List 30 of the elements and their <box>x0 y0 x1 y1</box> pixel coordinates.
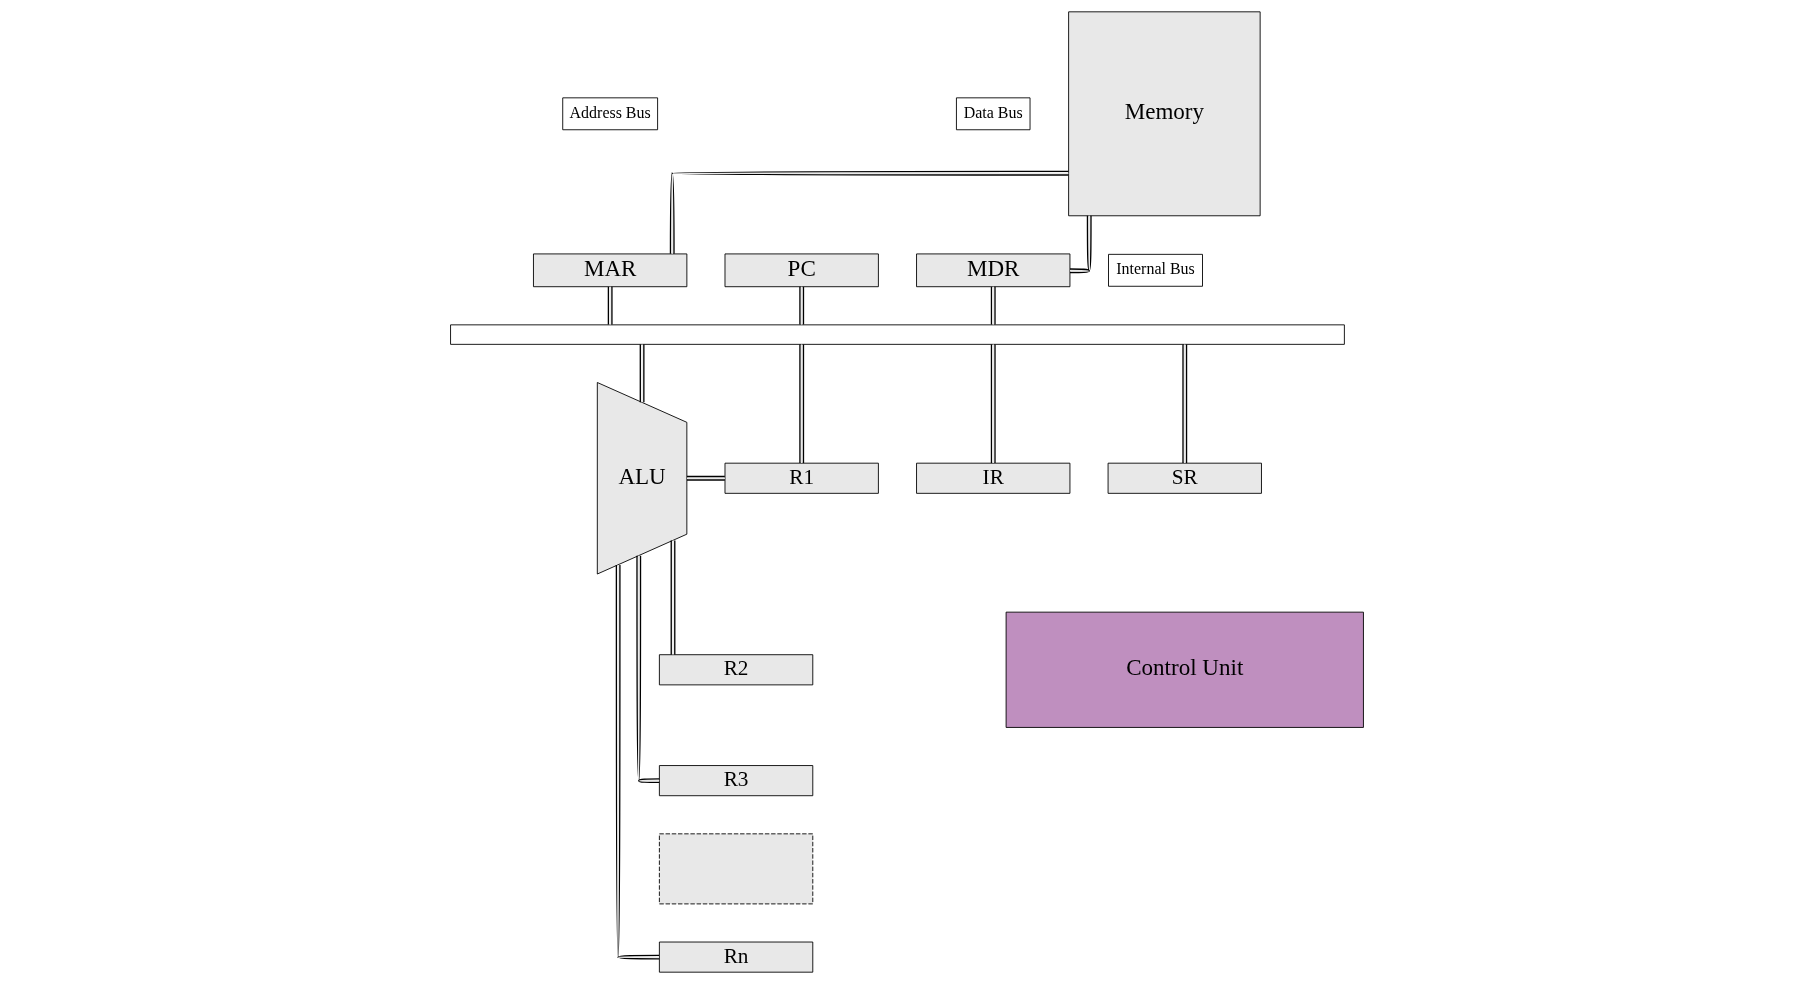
connector <box>990 343 996 464</box>
node-box: Rn <box>658 941 814 973</box>
node-box: MDR <box>916 253 1071 288</box>
connector <box>686 475 726 481</box>
node-box: Memory <box>1068 11 1261 217</box>
node-box: ALU <box>596 382 688 575</box>
node-box: R2 <box>658 654 814 686</box>
connector <box>607 286 613 326</box>
node-box: IR <box>916 462 1071 494</box>
node-box: R3 <box>658 765 814 797</box>
connector <box>669 170 1069 255</box>
connector <box>636 555 660 784</box>
node-box <box>658 833 814 905</box>
connector <box>1182 343 1188 464</box>
node-box: Address Bus <box>562 97 659 131</box>
connector <box>799 343 805 464</box>
node-box: Control Unit <box>1005 611 1364 728</box>
node-box: R1 <box>724 462 879 494</box>
node-box: PC <box>724 253 879 288</box>
node-box: SR <box>1107 462 1262 494</box>
node-box: Internal Bus <box>1108 253 1203 287</box>
connector <box>990 286 996 326</box>
node-box: MAR <box>533 253 688 288</box>
connector <box>670 539 676 656</box>
node-box: Data Bus <box>956 97 1031 131</box>
connector <box>615 564 660 960</box>
connector <box>639 343 645 403</box>
connector <box>799 286 805 326</box>
connector <box>1069 215 1092 274</box>
node-bar <box>450 324 1345 345</box>
